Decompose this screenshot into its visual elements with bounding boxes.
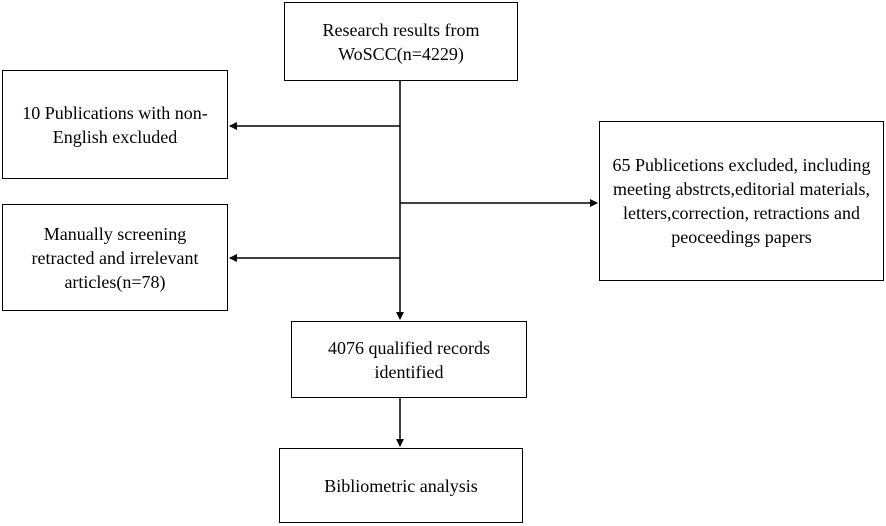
non-english-line-1: 10 Publications with non- xyxy=(22,102,208,123)
non-english-line-2: English excluded xyxy=(52,126,178,147)
bibliometric-line-1: Bibliometric analysis xyxy=(324,475,478,496)
manual-line-2: retracted and irrelevant xyxy=(31,247,199,268)
manual-line-3: articles(n=78) xyxy=(64,271,166,292)
manual-line-1: Manually screening xyxy=(43,223,187,244)
non-english-excluded-box: 10 Publications with non- English exclud… xyxy=(2,70,228,179)
research-results-box: Research results from WoSCC(n=4229) xyxy=(284,2,518,81)
qualified-line-2: identified xyxy=(374,361,444,382)
excluded65-line-4: peoceedings papers xyxy=(671,227,812,247)
research-results-line-1: Research results from xyxy=(322,19,480,40)
excluded65-line-3: letters,correction, retractions and xyxy=(623,203,860,223)
excluded65-line-1: 65 Publicetions excluded, including xyxy=(612,155,871,175)
manual-screening-box: Manually screening retracted and irrelev… xyxy=(2,204,228,311)
excluded65-line-2: meeting abstrcts,editorial materials, xyxy=(613,179,870,199)
qualified-line-1: 4076 qualified records xyxy=(328,337,490,358)
bibliometric-analysis-box: Bibliometric analysis xyxy=(279,448,523,523)
research-results-line-2: WoSCC(n=4229) xyxy=(338,43,464,64)
qualified-records-box: 4076 qualified records identified xyxy=(291,321,527,398)
publications-excluded-box: 65 Publicetions excluded, including meet… xyxy=(599,121,884,281)
